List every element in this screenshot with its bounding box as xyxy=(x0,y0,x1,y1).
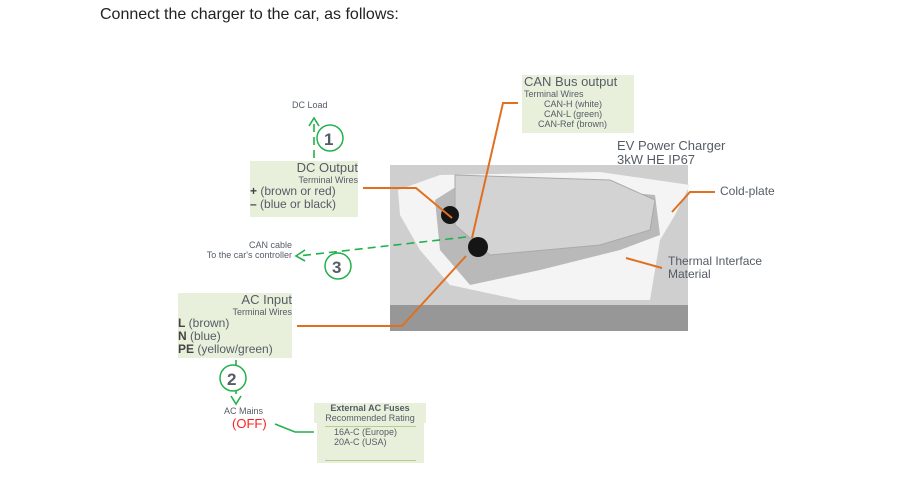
dc-minus-wire: (blue or black) xyxy=(256,197,337,211)
can-bus-title: CAN Bus output xyxy=(524,74,618,89)
dc-output-box: DC Output Terminal Wires + (brown or red… xyxy=(250,161,358,217)
leader-lines xyxy=(297,102,715,327)
step-2-marker: 2 xyxy=(219,364,247,392)
ac-input-box: AC Input Terminal Wires L (brown) N (blu… xyxy=(178,292,292,358)
instruction-heading: Connect the charger to the car, as follo… xyxy=(100,6,399,23)
dc-load-label: DC Load xyxy=(292,100,328,110)
dc-gland-icon xyxy=(441,206,459,224)
dc-output-sub: Terminal Wires xyxy=(298,175,358,185)
svg-text:2: 2 xyxy=(227,370,236,389)
can-bus-box: CAN Bus output Terminal Wires CAN-H (whi… xyxy=(522,75,634,133)
svg-text:3: 3 xyxy=(332,258,341,277)
step-1-marker: 1 xyxy=(316,124,344,152)
charger-device-image xyxy=(435,174,660,285)
ac-gland-icon xyxy=(468,237,488,257)
fuses-header: External AC Fuses Recommended Rating xyxy=(314,403,426,423)
fuses-body: 16A-C (Europe) 20A-C (USA) xyxy=(317,423,424,463)
cold-plate-label: Cold-plate xyxy=(720,184,775,198)
step-3-marker: 3 xyxy=(324,252,352,280)
ac-mains-state: (OFF) xyxy=(232,416,267,431)
ac-mains-label: AC Mains xyxy=(224,406,264,416)
dc-plus-wire: (brown or red) xyxy=(257,184,336,198)
svg-text:1: 1 xyxy=(324,130,333,149)
ac-input-title: AC Input xyxy=(241,292,292,307)
dc-output-title: DC Output xyxy=(296,160,358,175)
